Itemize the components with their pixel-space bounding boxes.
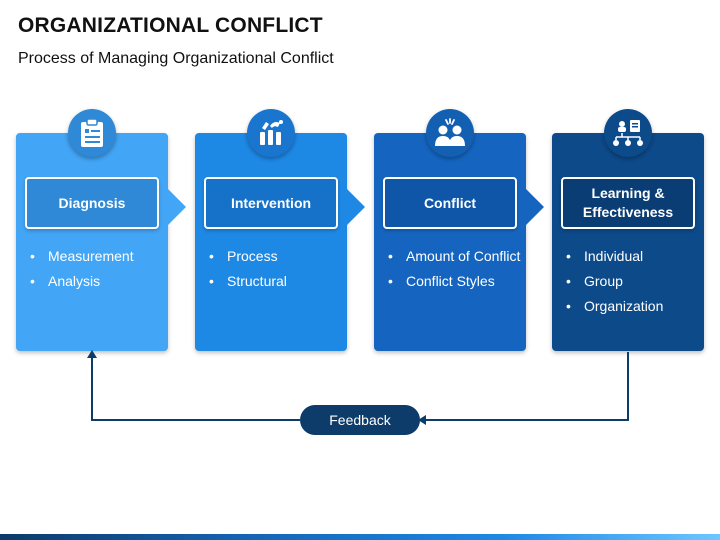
bullet-item: Organization — [560, 297, 700, 316]
stage-label-box: Intervention — [204, 177, 338, 229]
bullet-list: Measurement Analysis — [24, 247, 164, 297]
stage-label: Intervention — [230, 194, 312, 211]
flow-arrow — [526, 189, 544, 225]
bullet-item: Structural — [203, 272, 343, 291]
stage-intervention: Intervention Process Structural — [195, 133, 365, 351]
stage-label-box: Learning & Effectiveness — [561, 177, 695, 229]
bullet-item: Conflict Styles — [382, 272, 522, 291]
clipboard-icon — [68, 109, 116, 157]
bullet-item: Analysis — [24, 272, 164, 291]
stage-diagnosis: Diagnosis Measurement Analysis — [16, 133, 186, 351]
bullet-list: Individual Group Organization — [560, 247, 700, 322]
stage-label: Conflict — [423, 194, 477, 211]
stage-learning-effectiveness: Learning & Effectiveness Individual Grou… — [552, 133, 704, 351]
bullet-item: Individual — [560, 247, 700, 266]
feedback-pill: Feedback — [300, 405, 420, 435]
stage-label-box: Conflict — [383, 177, 517, 229]
bullet-list: Process Structural — [203, 247, 343, 297]
page-subtitle: Process of Managing Organizational Confl… — [18, 50, 334, 67]
stage-label: Diagnosis — [58, 194, 126, 211]
bullet-item: Process — [203, 247, 343, 266]
org-chart-icon — [604, 109, 652, 157]
stage-label: Learning & Effectiveness — [582, 185, 674, 220]
stage-label-box: Diagnosis — [25, 177, 159, 229]
bullet-item: Amount of Conflict — [382, 247, 522, 266]
flow-arrow — [168, 189, 186, 225]
bullet-list: Amount of Conflict Conflict Styles — [382, 247, 522, 297]
page-title: ORGANIZATIONAL CONFLICT — [18, 14, 323, 37]
raised-hands-icon — [247, 109, 295, 157]
bullet-item: Measurement — [24, 247, 164, 266]
flow-arrow — [347, 189, 365, 225]
bullet-item: Group — [560, 272, 700, 291]
stage-conflict: Conflict Amount of Conflict Conflict Sty… — [374, 133, 544, 351]
feedback-label: Feedback — [329, 412, 391, 428]
arguing-people-icon — [426, 109, 474, 157]
bottom-accent-bar — [0, 534, 720, 540]
